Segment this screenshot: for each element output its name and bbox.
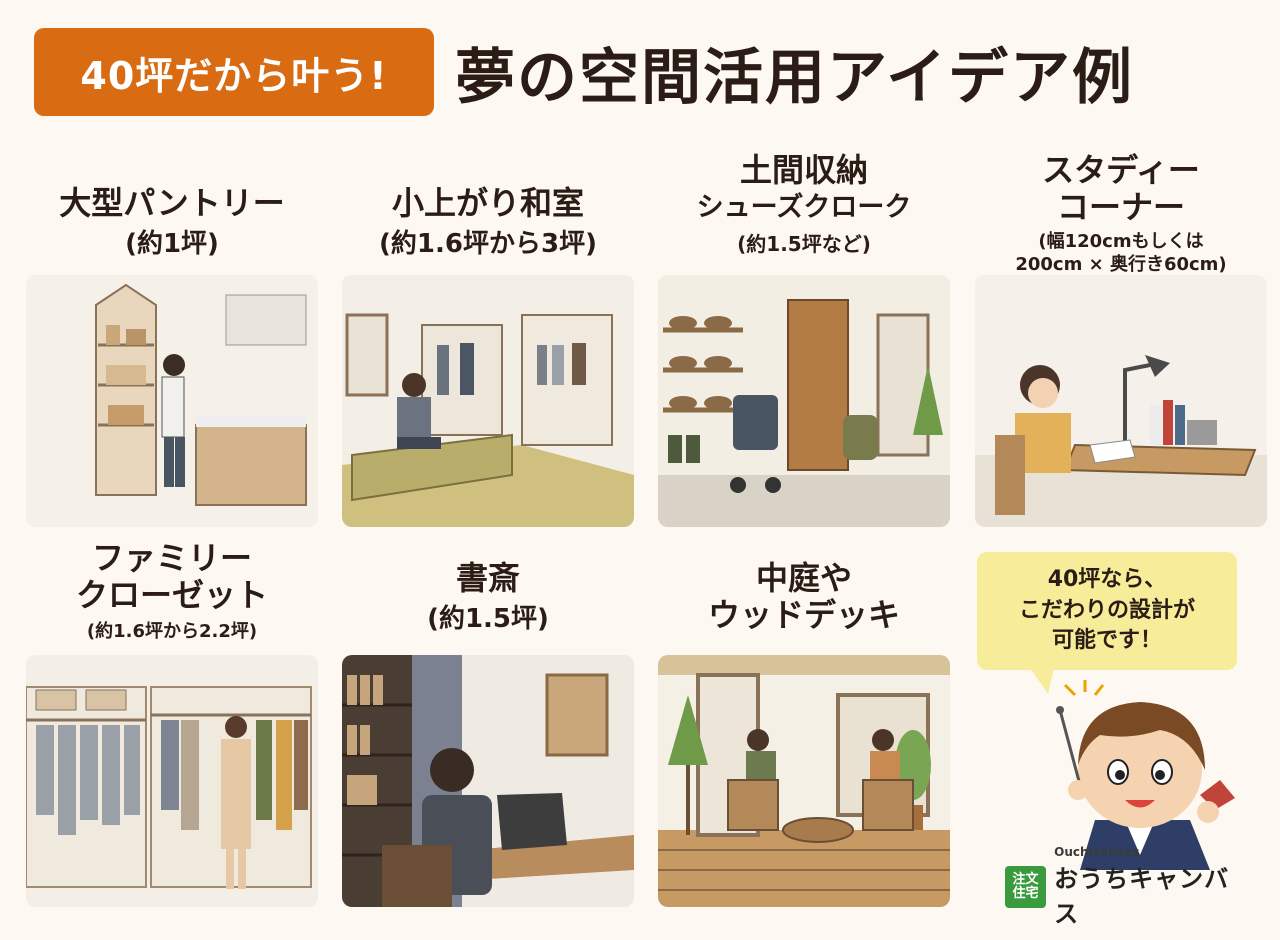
logo-badge-line-2: 住宅: [1012, 886, 1039, 901]
card-title-line-2: ウッドデッキ: [707, 595, 900, 634]
tatami-room-illustration: [342, 275, 634, 527]
card-title-line-2: シューズクローク: [696, 191, 912, 223]
card-study-corner: スタディー コーナー (幅120cmもしくは 200cm × 奥行き60cm): [975, 151, 1267, 527]
card-note: (約1.6坪から2.2坪): [86, 620, 258, 642]
card-sub: (約1.5坪): [427, 603, 549, 634]
card-title-line-1: スタディー: [1042, 151, 1200, 189]
speech-bubble: 40坪なら、 こだわりの設計が 可能です！: [977, 552, 1237, 670]
card-sub: (約1.5坪など): [737, 231, 871, 256]
logo-japanese: おうちキャンバス: [1054, 865, 1230, 928]
card-title: 書斎: [455, 559, 520, 597]
card-title: 小上がり和室: [391, 184, 584, 222]
study-room-illustration: [342, 655, 634, 907]
card-note-line-2: 200cm × 奥行き60cm): [1015, 253, 1227, 275]
logo-badge-line-1: 注文: [1012, 871, 1039, 887]
card-title-line-2: クローゼット: [75, 575, 268, 614]
brand-logo: 注文 住宅 Ouchicanvas おうちキャンバス: [1005, 845, 1250, 928]
mascot-illustration: [1040, 680, 1240, 870]
bubble-line-2: こだわりの設計が: [1018, 597, 1195, 623]
card-note-line-1: (幅120cmもしくは: [1038, 230, 1204, 252]
speech-bubble-tail: [1030, 668, 1054, 694]
logo-english: Ouchicanvas: [1054, 845, 1140, 859]
card-study-room: 書斎 (約1.5坪): [342, 559, 634, 907]
card-title-line-1: 土間収納: [739, 151, 868, 189]
card-title-line-2: コーナー: [1056, 187, 1185, 226]
card-tatami-room: 小上がり和室 (約1.6坪から3坪): [342, 184, 634, 527]
study-corner-illustration: [975, 275, 1267, 527]
pantry-illustration: [26, 275, 318, 527]
card-sub: (約1.6坪から3坪): [379, 228, 597, 259]
card-pantry: 大型パントリー (約1坪): [26, 184, 318, 527]
page-title: 夢の空間活用アイデア例: [455, 42, 1134, 113]
family-closet-illustration: [26, 655, 318, 907]
card-title-line-1: ファミリー: [91, 539, 252, 577]
shoe-cloak-illustration: [658, 275, 950, 527]
card-family-closet: ファミリー クローゼット (約1.6坪から2.2坪): [26, 539, 318, 907]
courtyard-deck-illustration: [658, 655, 950, 907]
card-title-line-1: 中庭や: [755, 559, 852, 597]
card-shoe-cloak: 土間収納 シューズクローク (約1.5坪など): [658, 151, 950, 527]
logo-badge: 注文 住宅: [1005, 866, 1047, 908]
card-sub: (約1坪): [125, 228, 219, 259]
card-title: 大型パントリー: [59, 184, 285, 222]
header-badge: 40坪だから叶う!: [34, 28, 434, 116]
bubble-line-3: 可能です！: [1051, 628, 1162, 654]
bubble-line-1: 40坪なら、: [1047, 566, 1167, 592]
card-courtyard-deck: 中庭や ウッドデッキ: [658, 559, 950, 907]
